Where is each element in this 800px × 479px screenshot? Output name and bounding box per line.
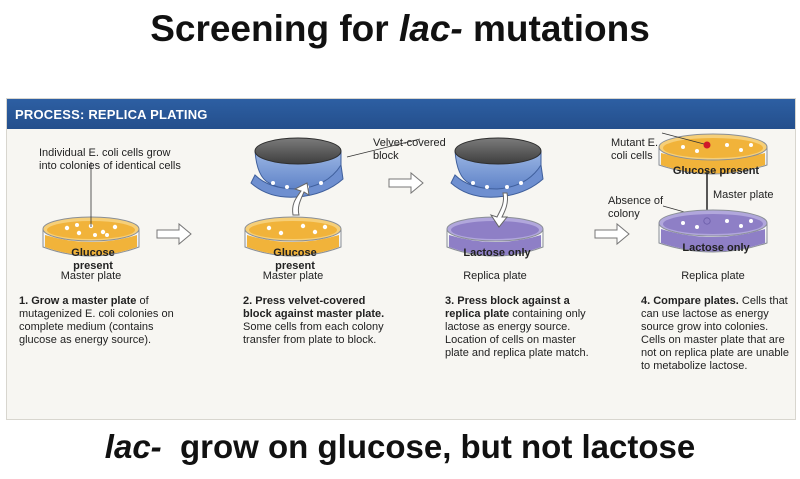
bottom-caption: lac- grow on glucose, but not lactose (0, 428, 800, 466)
step-3-text: containing only lactose as energy source… (445, 308, 589, 359)
step-4: 4. Compare plates. Cells that can use la… (641, 295, 789, 373)
step-3-bold: 3. Press block against a replica plate (445, 295, 570, 320)
plate-3-medium: Lactose only (463, 247, 531, 259)
title-italic: lac- (398, 8, 463, 49)
step-2: 2. Press velvet-covered block against ma… (243, 295, 393, 347)
bottom-text: grow on glucose, but not lactose (161, 428, 696, 465)
step-1-text: of mutagenized E. coli colonies on compl… (19, 295, 174, 346)
absent-colony-spot (703, 217, 711, 225)
mutant-cells-label: Mutant E. coli cells (611, 137, 659, 162)
bottom-italic: lac- (104, 428, 162, 465)
step-1-bold: 1. Grow a master plate (19, 295, 137, 307)
title-prefix: Screening for (150, 8, 399, 49)
plate-2-medium: Glucose present (273, 247, 317, 272)
plate-1-caption: Master plate (60, 270, 122, 282)
step-2-text: Some cells from each colony transfer fro… (243, 321, 384, 346)
step-2-bold: 2. Press velvet-covered block against ma… (243, 295, 385, 320)
plate-2 (244, 216, 342, 257)
step-4-text: Cells that can use lactose as energy sou… (641, 295, 789, 372)
plate-4-master (658, 132, 768, 175)
step-1: 1. Grow a master plate of mutagenized E.… (19, 295, 189, 347)
plate-4-replica (658, 209, 768, 253)
plate-1-medium: Glucose present (71, 247, 115, 272)
individual-cells-label: Individual E. coli cells grow into colon… (39, 147, 181, 172)
replica-plating-diagram (42, 132, 768, 257)
process-header-label: PROCESS: REPLICA PLATING (15, 107, 208, 122)
arrow-3 (594, 222, 630, 246)
process-panel: PROCESS: REPLICA PLATING (6, 98, 796, 420)
absence-colony-label: Absence of colony (608, 195, 664, 220)
arrow-2 (388, 171, 424, 195)
arrow-1 (156, 222, 192, 246)
master-plate-small-label: Master plate (713, 189, 774, 201)
title-suffix: mutations (462, 8, 650, 49)
step-4-bold: 4. Compare plates. (641, 295, 739, 307)
velvet-block-2 (250, 137, 344, 216)
plate-2-caption: Master plate (262, 270, 324, 282)
mutant-colony (703, 141, 711, 149)
velvet-block-label: Velvet-covered block (373, 137, 446, 162)
plate-4-caption: Replica plate (681, 270, 745, 282)
plate-3-caption: Replica plate (463, 270, 527, 282)
step-3: 3. Press block against a replica plate c… (445, 295, 597, 360)
process-header: PROCESS: REPLICA PLATING (7, 99, 795, 129)
plate-1 (42, 162, 140, 257)
slide-title: Screening for lac- mutations (0, 8, 800, 50)
velvet-block-3 (450, 137, 544, 228)
plate-4-replica-medium: Lactose only (682, 242, 750, 254)
plate-4-master-medium: Glucose present (672, 165, 760, 177)
